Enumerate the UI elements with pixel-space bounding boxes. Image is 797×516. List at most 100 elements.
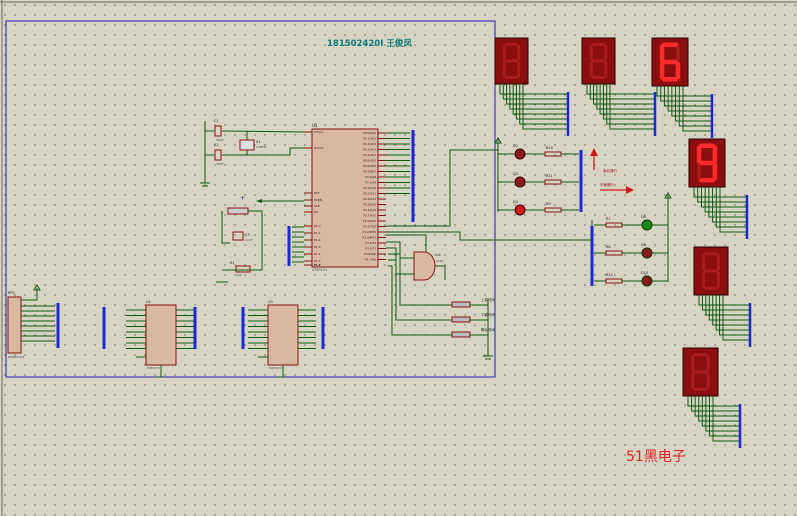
mcu-pin-label: P2.5/A13: [363, 203, 376, 207]
mcu-pin-label: EA: [314, 210, 319, 214]
c1-value: 30pF: [216, 138, 224, 142]
mcu-pin-label: P2.4/A12: [363, 197, 376, 201]
latch-u2-ref: U2: [146, 300, 151, 304]
seven-segment-display-3: [651, 37, 714, 138]
mcu-ref: U1: [312, 123, 318, 128]
latch-u3-ref: U3: [268, 300, 273, 304]
signal-wire: [386, 231, 592, 241]
mcu-pin-label: P0.2/AD2: [363, 142, 376, 146]
reset-button: [227, 207, 249, 215]
mcu-pin-label: P2.2/A10: [363, 186, 376, 190]
display-pin-wire: [671, 86, 712, 117]
display-pin-wire: [678, 86, 712, 127]
arrow-right-head: [626, 186, 634, 194]
latch-u3-part: 74HC573: [268, 366, 282, 370]
display-pin-wire: [512, 84, 568, 115]
parts-layer: U1AT89C51XTAL1XTAL2RSTPSENALEEAP1.0P1.1P…: [7, 37, 752, 448]
mcu-pin-label: P1.3: [314, 245, 321, 249]
seven-segment-display-2: [581, 37, 657, 136]
mcu-pin-label: P2.6/A14: [363, 208, 376, 212]
mcu-pin-label: XTAL2: [314, 146, 323, 150]
display-pin-wire: [719, 295, 750, 336]
project-title: 181502420I 王俊凤: [327, 38, 412, 49]
led-D3: [514, 176, 526, 188]
mcu-pin-label: P0.3/AD3: [363, 148, 376, 152]
button-wire: [388, 265, 452, 336]
osc-wire: [221, 130, 305, 133]
u4-wire: [435, 265, 446, 280]
display-pin-wire: [701, 295, 750, 311]
led-label: D9: [641, 243, 646, 247]
mcu-pin-label: P1.4: [314, 252, 321, 256]
button-1: 上调时间: [388, 253, 495, 308]
reset-arrow: [256, 199, 262, 203]
led-label: D4: [513, 200, 519, 204]
led-label: D10: [641, 271, 648, 275]
mcu-pin-label: RST: [314, 191, 320, 195]
mcu-pin-label: P1.6: [314, 263, 321, 267]
display-pin-wire: [675, 86, 712, 122]
display-pin-wire: [499, 84, 568, 95]
led-label: D3: [513, 172, 518, 176]
arrow-up-label: 南北通行: [603, 168, 617, 173]
mcu-pin-label: P0.6/AD6: [363, 164, 376, 168]
project-frame: [5, 20, 496, 378]
button-body: [451, 331, 471, 338]
seven-segment-display-1: [494, 37, 570, 136]
display-pin-wire: [687, 396, 740, 407]
latch-u2-part: 74HC573: [146, 366, 160, 370]
mcu-pin-label: P0.1/AD1: [363, 137, 376, 141]
display-pin-wire: [509, 84, 568, 110]
latch-u2: U2 74HC573: [126, 300, 194, 378]
mcu-pin-label: P1.0: [314, 224, 321, 228]
signal-wire: [386, 149, 498, 227]
display-pin-wire: [693, 187, 747, 198]
button-wire: [388, 253, 452, 306]
resistor-label: R11: [546, 174, 553, 178]
display-pin-wire: [705, 396, 740, 432]
mcu-pin-label: XTAL1: [314, 130, 323, 134]
mcu-pin-label: P0.0/AD0: [363, 131, 376, 135]
button-wire: [388, 259, 452, 321]
capacitor-c1: [214, 125, 222, 137]
mcu-pin-label: P3.6/WR: [364, 252, 376, 256]
r1-value: 10k: [236, 273, 242, 277]
u4-part: 4081: [436, 259, 444, 263]
display-pin-wire: [708, 396, 740, 437]
resistor-label: R9: [546, 202, 551, 206]
display-pin-wire: [606, 84, 655, 125]
led-D2: [514, 148, 526, 160]
led-label: D8: [641, 215, 646, 219]
mcu-pin-label: P2.7/A15: [363, 214, 376, 218]
mcu-pin-label: P3.0/RXD: [363, 219, 376, 223]
mcu-pin-label: ALE: [314, 204, 320, 208]
watermark-text: 51黑电子: [626, 449, 686, 465]
resistor-label: R8: [606, 245, 611, 249]
capacitor-c3: [232, 231, 244, 241]
crystal-x1: [239, 139, 255, 151]
display-pin-wire: [502, 84, 568, 100]
mcu-pin-label: P0.5/AD5: [363, 159, 376, 163]
display-pin-wire: [697, 187, 747, 203]
display-pin-wire: [698, 396, 740, 422]
led-D4: [514, 204, 526, 216]
x1-label: X1: [256, 140, 261, 144]
mcu-pin-label: P3.5/T1: [365, 247, 376, 251]
seven-segment-display-6: [682, 347, 742, 448]
button-body: [451, 301, 471, 308]
mcu-pin-label: P1.7: [314, 263, 321, 267]
mcu-pin-label: P3.3/INT1: [363, 236, 377, 240]
display-pin-wire: [704, 187, 747, 213]
latch-u3-ground: [278, 365, 284, 378]
c3-label: C3: [245, 233, 250, 237]
u4-body: [413, 251, 436, 281]
display-pin-wire: [656, 86, 712, 97]
